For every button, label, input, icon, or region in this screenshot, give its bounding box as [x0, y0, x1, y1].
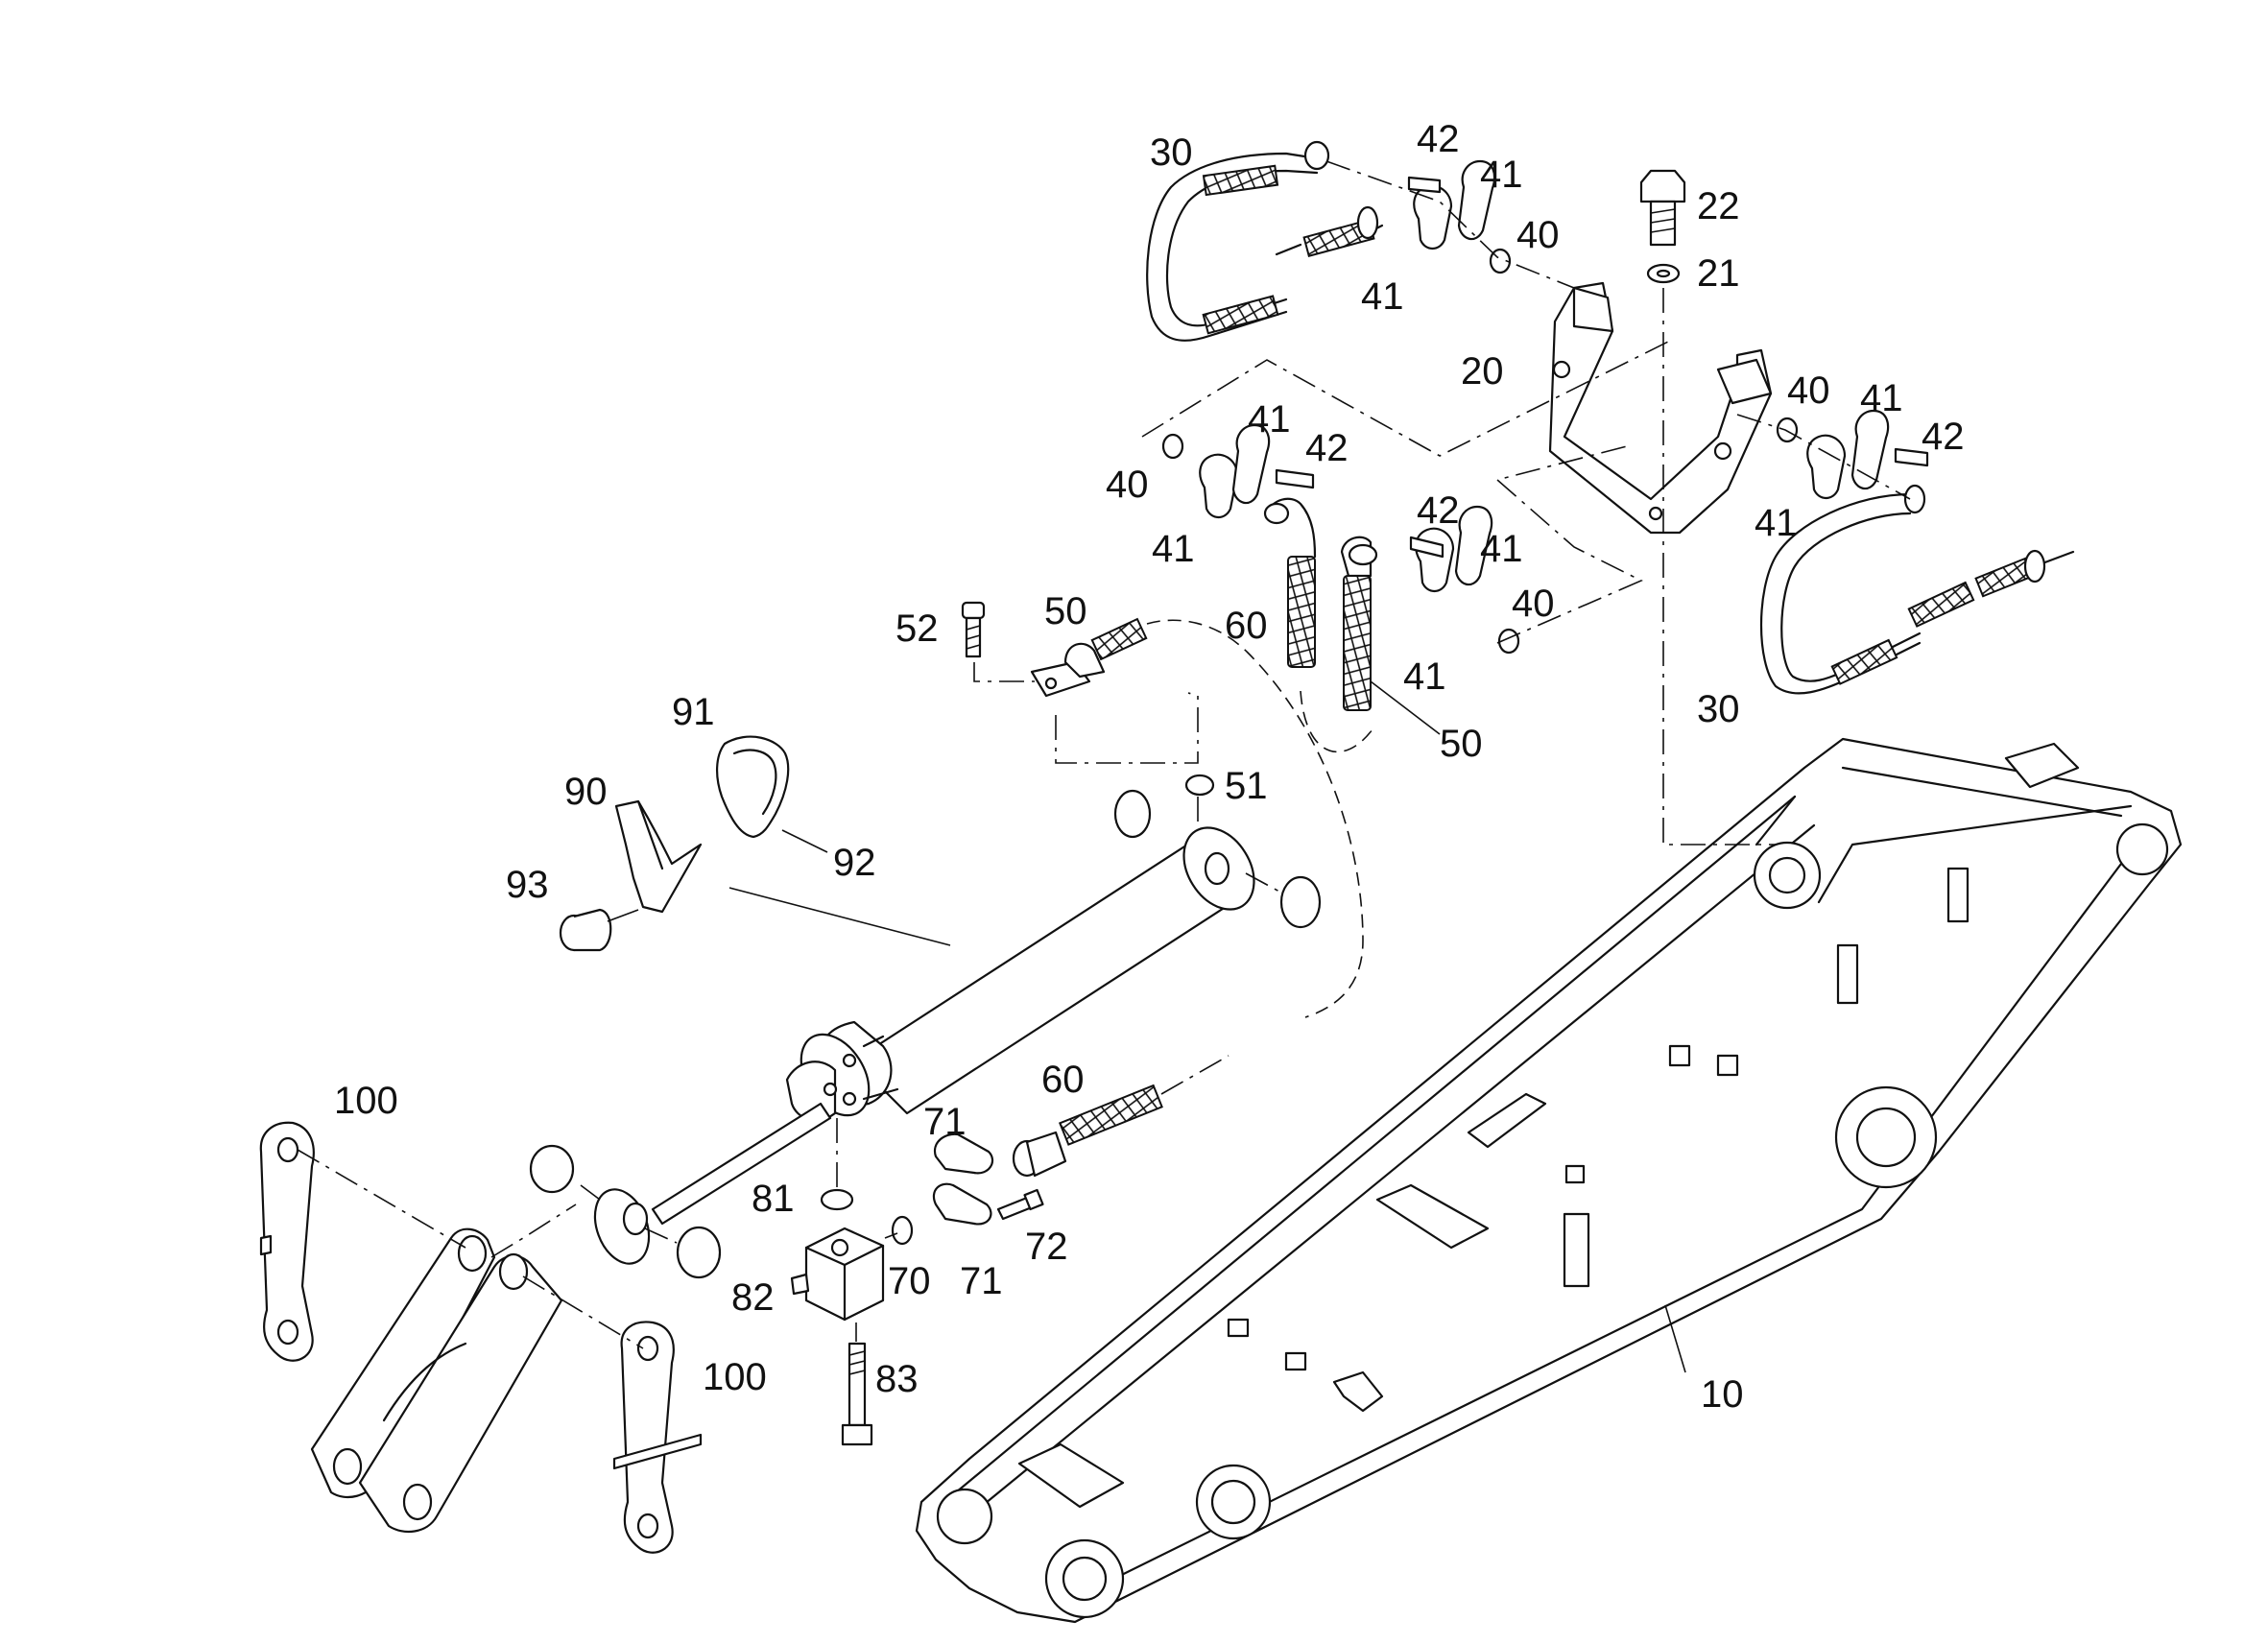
callout-50-right: 50 [1440, 723, 1483, 765]
callout-60-top: 60 [1225, 605, 1268, 647]
callout-91: 91 [672, 691, 715, 733]
callout-30-top: 30 [1150, 131, 1193, 174]
callout-51: 51 [1225, 765, 1268, 807]
valve-block-part-82 [790, 1227, 885, 1322]
hose-part-60-vertical [1263, 497, 1317, 668]
callout-40-left: 40 [1106, 464, 1149, 506]
callout-92: 92 [833, 842, 876, 884]
callout-40-right: 40 [1787, 369, 1830, 412]
cylinder-ring-right [1279, 875, 1322, 929]
callout-41-left-a: 41 [1248, 398, 1291, 441]
bolt-part-72 [996, 1188, 1044, 1221]
callout-30-right: 30 [1697, 688, 1740, 730]
elbow-fitting-part-50 [1030, 617, 1148, 698]
callout-41-right-b: 41 [1755, 502, 1798, 544]
callout-22: 22 [1697, 185, 1740, 227]
callout-41-right-a: 41 [1860, 377, 1903, 419]
cylinder-ring-left [529, 1144, 575, 1194]
o-ring-part-51 [1184, 774, 1215, 797]
link-part-100-right [612, 1321, 703, 1554]
callout-52: 52 [895, 608, 939, 650]
callout-41-top-b: 41 [1361, 275, 1404, 318]
callout-20: 20 [1461, 350, 1504, 393]
bolt-part-83 [841, 1342, 873, 1446]
callout-93: 93 [506, 864, 549, 906]
callout-90: 90 [564, 771, 608, 813]
hydraulic-cylinder [593, 826, 1255, 1265]
callout-83: 83 [875, 1358, 919, 1400]
flange-group-top [1407, 159, 1512, 274]
boom-arm-part-10 [915, 737, 2183, 1624]
flange-half-part-71-lower [932, 1182, 992, 1226]
callout-82: 82 [731, 1276, 775, 1319]
callout-10: 10 [1701, 1373, 1744, 1416]
hose-loop-part-30-right [1759, 484, 2075, 695]
callout-41-mid-b: 41 [1403, 655, 1446, 698]
flange-group-right [1776, 409, 1929, 500]
callout-42-left: 42 [1305, 427, 1349, 469]
callout-100-right: 100 [703, 1356, 767, 1398]
link-part-100-left [259, 1121, 315, 1362]
clamp-part-90 [614, 799, 703, 914]
bolt-part-22 [1639, 169, 1686, 247]
o-ring-part-70 [891, 1215, 914, 1246]
hose-part-50-vertical [1340, 536, 1378, 711]
strap-part-91 [716, 735, 790, 839]
bushing-part-93 [559, 908, 612, 952]
callout-71-lower: 71 [960, 1260, 1003, 1302]
callout-50-top: 50 [1044, 590, 1087, 632]
washer-part-21 [1646, 263, 1681, 284]
callout-41-mid-a: 41 [1480, 528, 1523, 570]
flange-group-left [1161, 423, 1315, 519]
cylinder-ring-bottom [676, 1226, 722, 1279]
callout-21: 21 [1697, 252, 1740, 295]
callout-41-top-a: 41 [1480, 154, 1523, 196]
callout-60-lower: 60 [1041, 1059, 1085, 1101]
callout-40-mid: 40 [1512, 583, 1555, 625]
callout-42-top: 42 [1417, 118, 1460, 160]
callout-40-top: 40 [1516, 214, 1560, 256]
callout-42-right: 42 [1922, 416, 1965, 458]
callout-70: 70 [888, 1260, 931, 1302]
bolt-part-52 [961, 601, 986, 658]
flange-group-mid [1409, 505, 1520, 655]
callout-41-left-b: 41 [1152, 528, 1195, 570]
callout-100-left: 100 [334, 1080, 398, 1122]
flange-half-part-71-upper [933, 1132, 994, 1175]
bracket-part-20 [1548, 281, 1773, 535]
hose-part-60-lower [1012, 1084, 1163, 1178]
o-ring-part-81 [820, 1188, 854, 1211]
callout-71-upper: 71 [923, 1101, 967, 1143]
callout-81: 81 [752, 1178, 795, 1220]
callout-72: 72 [1025, 1226, 1068, 1268]
callout-42-mid: 42 [1417, 489, 1460, 532]
cylinder-ring-top [1113, 789, 1152, 839]
yoke-part-100 [310, 1227, 563, 1534]
hose-loop-part-30-top [1146, 140, 1384, 342]
